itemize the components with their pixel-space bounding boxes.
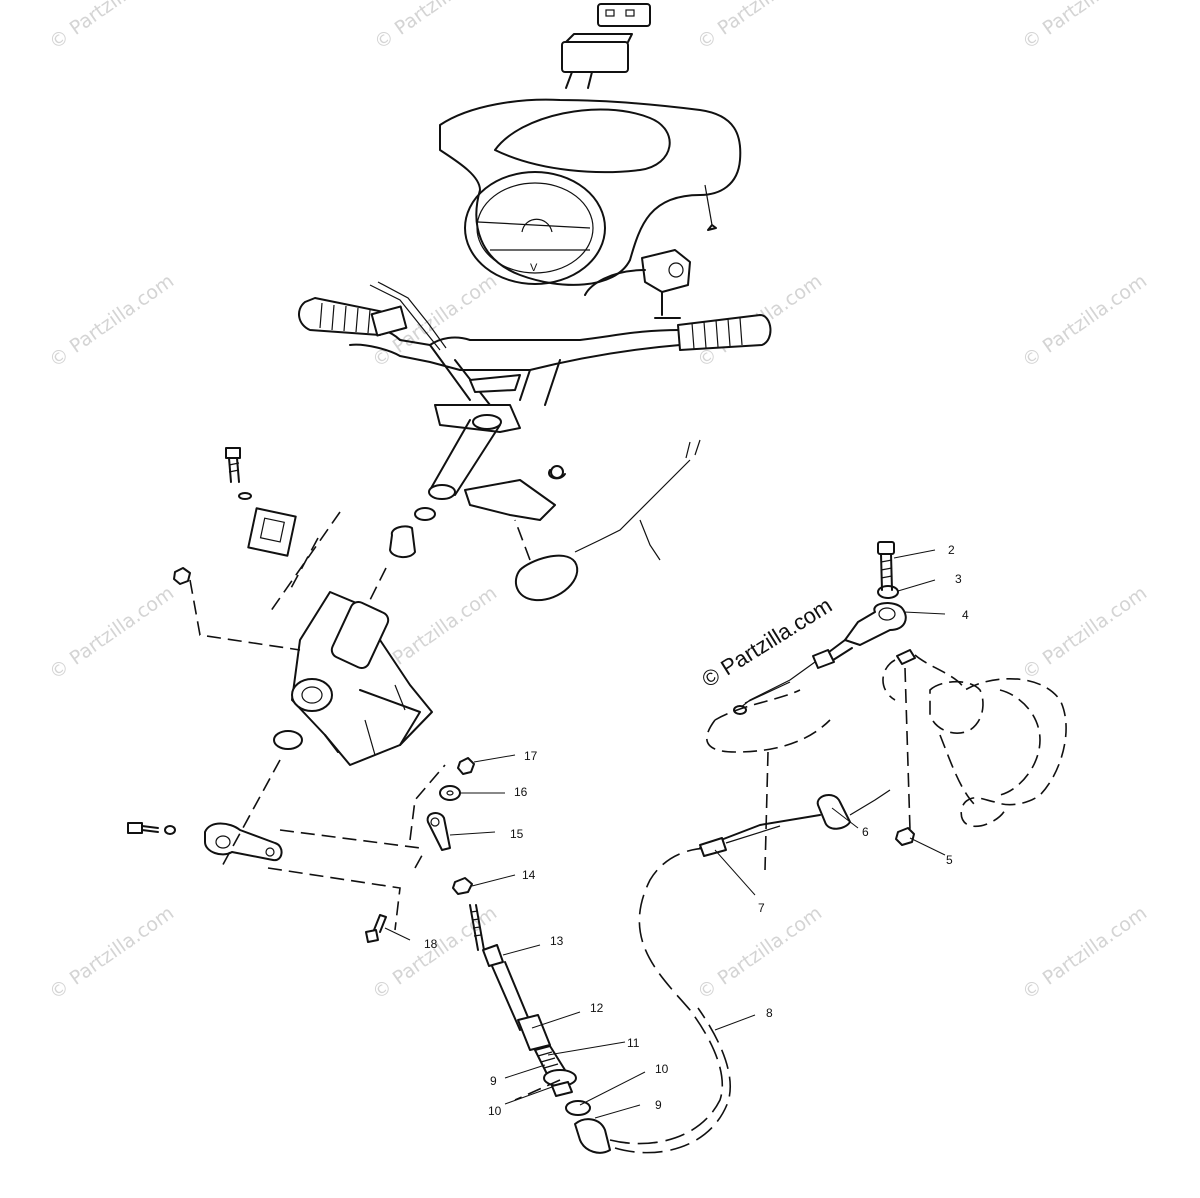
callout-18: 18	[424, 937, 438, 951]
nut-left	[173, 567, 191, 585]
svg-text:V: V	[530, 262, 538, 274]
watermark: © Partzilla.com	[693, 902, 826, 1004]
watermark-layer: © Partzilla.com © Partzilla.com © Partzi…	[45, 0, 1151, 1004]
watermark: © Partzilla.com	[45, 270, 178, 372]
watermark: © Partzilla.com	[1018, 902, 1151, 1004]
carburetor-outline	[706, 649, 1067, 871]
callout-3: 3	[955, 572, 962, 586]
switch-connector	[561, 3, 651, 89]
callout-2: 2	[948, 543, 955, 557]
callout-5: 5	[946, 853, 953, 867]
callout-7: 7	[758, 901, 765, 915]
callout-8: 8	[766, 1006, 773, 1020]
leader-lines	[384, 549, 946, 1119]
handlebar-cover: V	[439, 98, 742, 286]
watermark: © Partzilla.com	[45, 902, 178, 1004]
rod-end-assembly	[733, 541, 907, 715]
callout-13: 13	[550, 934, 564, 948]
callout-labels: 2 3 4 5 6 7 8 17 16 15 14 13 12 11 10 9 …	[424, 543, 969, 1118]
watermark: © Partzilla.com	[1018, 270, 1151, 372]
callout-4: 4	[962, 608, 969, 622]
bolt-18	[365, 914, 387, 943]
throttle-housing	[584, 249, 691, 319]
watermark: © Partzilla.com	[45, 582, 178, 684]
callout-17: 17	[524, 749, 538, 763]
callout-9b: 9	[655, 1098, 662, 1112]
cable-sheath	[609, 847, 731, 1154]
watermark-main: © Partzilla.com	[697, 592, 836, 692]
steering-post	[389, 374, 521, 558]
callout-6: 6	[862, 825, 869, 839]
cable-end-parts	[426, 757, 475, 895]
handlebar	[298, 281, 772, 406]
watermark: © Partzilla.com	[1018, 0, 1151, 54]
lanyard	[464, 439, 701, 602]
bolt-upper-left	[225, 447, 297, 557]
throttle-arm	[127, 822, 283, 862]
watermark: © Partzilla.com	[1018, 582, 1151, 684]
watermark: © Partzilla.com	[693, 0, 826, 54]
assembly-lines	[189, 511, 561, 1101]
callout-12: 12	[590, 1001, 604, 1015]
steering-bracket	[273, 591, 433, 766]
callout-14: 14	[522, 868, 536, 882]
watermark: © Partzilla.com	[368, 902, 501, 1004]
callout-10a: 10	[655, 1062, 669, 1076]
callout-9a: 9	[490, 1074, 497, 1088]
callout-15: 15	[510, 827, 524, 841]
throttle-cable-upper	[469, 904, 611, 1154]
carb-cable-end	[699, 789, 891, 857]
callout-11: 11	[627, 1036, 640, 1050]
watermark: © Partzilla.com	[370, 0, 503, 54]
watermark: © Partzilla.com	[45, 0, 178, 54]
callout-10b: 10	[488, 1104, 502, 1118]
callout-16: 16	[514, 785, 528, 799]
